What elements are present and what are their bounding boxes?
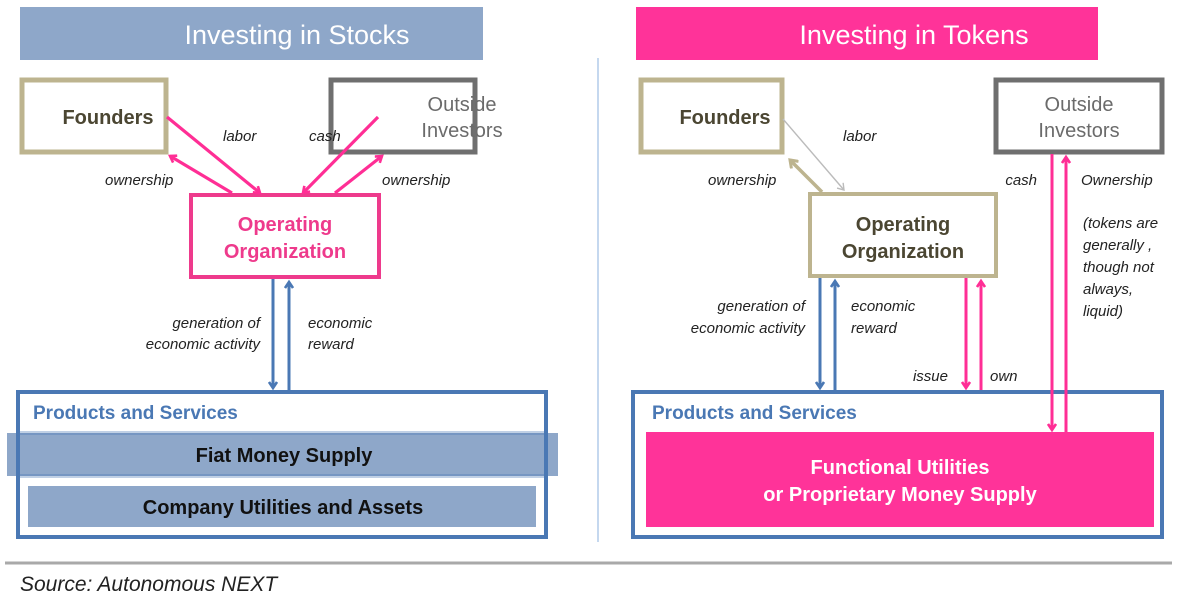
labor-label-tokens: labor: [843, 128, 877, 145]
company-utilities-label: Company Utilities and Assets: [143, 497, 423, 519]
labor-arrow-tokens: [782, 118, 845, 191]
labor-arrow-stocks: [165, 115, 260, 193]
founders-box-tokens: [638, 77, 785, 155]
ownership-arrow-founders-stocks: [170, 156, 233, 195]
investors-label-line1-stocks: Outside: [428, 94, 497, 116]
source-citation: Source: Autonomous NEXT: [20, 573, 279, 596]
fiat-money-label: Fiat Money Supply: [196, 445, 374, 467]
reward-label-line2-tokens: reward: [851, 320, 898, 337]
generation-label-line1-tokens: generation of: [717, 298, 806, 315]
products-label-tokens: Products and Services: [652, 403, 857, 424]
stocks-title: Investing in Stocks: [184, 20, 409, 50]
fiat-money-bar: [7, 433, 558, 476]
functional-label-line1: Functional Utilities: [811, 457, 990, 479]
operating-label-line1-stocks: Operating: [238, 214, 332, 236]
ownership-arrow-investors-stocks: [334, 156, 382, 195]
investors-label-line1-tokens: Outside: [1045, 94, 1114, 116]
investors-label-line2-stocks: Investors: [421, 120, 502, 142]
ownership-label-left-stocks: ownership: [105, 172, 173, 189]
issue-label-tokens: issue: [913, 368, 948, 385]
note-line-4: always,: [1083, 281, 1133, 298]
stocks-panel: Investing in Stocks Founders Outside Inv…: [7, 7, 558, 539]
tokens-title-bar: [636, 7, 1098, 60]
founders-box-stocks: [19, 77, 169, 155]
operating-label-line2-stocks: Organization: [224, 241, 346, 263]
tokens-title: Investing in Tokens: [799, 20, 1028, 50]
note-line-2: generally ,: [1083, 237, 1152, 254]
company-utilities-bar: [28, 486, 536, 527]
ownership-arrow-tokens: [790, 160, 824, 194]
liquidity-note: (tokens are generally , though not alway…: [1083, 215, 1158, 320]
operating-box-tokens: [808, 192, 998, 278]
generation-label-line2-tokens: economic activity: [691, 320, 807, 337]
products-label-stocks: Products and Services: [33, 403, 238, 424]
cash-arrow-stocks: [303, 115, 380, 193]
operating-label-line2-tokens: Organization: [842, 241, 964, 263]
generation-label-line2-stocks: economic activity: [146, 336, 262, 353]
reward-label-line2-stocks: reward: [308, 336, 355, 353]
operating-box-stocks: [189, 193, 381, 279]
cash-label-tokens: cash: [1005, 172, 1037, 189]
functional-label-line2: or Proprietary Money Supply: [763, 484, 1037, 506]
functional-utilities-box: [646, 432, 1154, 527]
cash-label-stocks: cash: [309, 128, 341, 145]
labor-label-stocks: labor: [223, 128, 257, 145]
founders-label-tokens: Founders: [679, 107, 770, 129]
generation-label-line1-stocks: generation of: [172, 315, 261, 332]
operating-label-line1-tokens: Operating: [856, 214, 950, 236]
tokens-panel: Investing in Tokens Founders Outside Inv…: [631, 7, 1165, 539]
reward-label-line1-stocks: economic: [308, 315, 373, 332]
reward-label-line1-tokens: economic: [851, 298, 916, 315]
note-line-1: (tokens are: [1083, 215, 1158, 232]
note-line-3: though not: [1083, 259, 1155, 276]
note-line-5: liquid): [1083, 303, 1123, 320]
ownership-cap-label-tokens: Ownership: [1081, 172, 1153, 189]
ownership-label-tokens: ownership: [708, 172, 776, 189]
founders-label-stocks: Founders: [62, 107, 153, 129]
investors-label-line2-tokens: Investors: [1038, 120, 1119, 142]
stocks-title-bar: [20, 7, 483, 60]
investors-box-tokens: [993, 77, 1165, 155]
own-label-tokens: own: [990, 368, 1018, 385]
ownership-label-right-stocks: ownership: [382, 172, 450, 189]
